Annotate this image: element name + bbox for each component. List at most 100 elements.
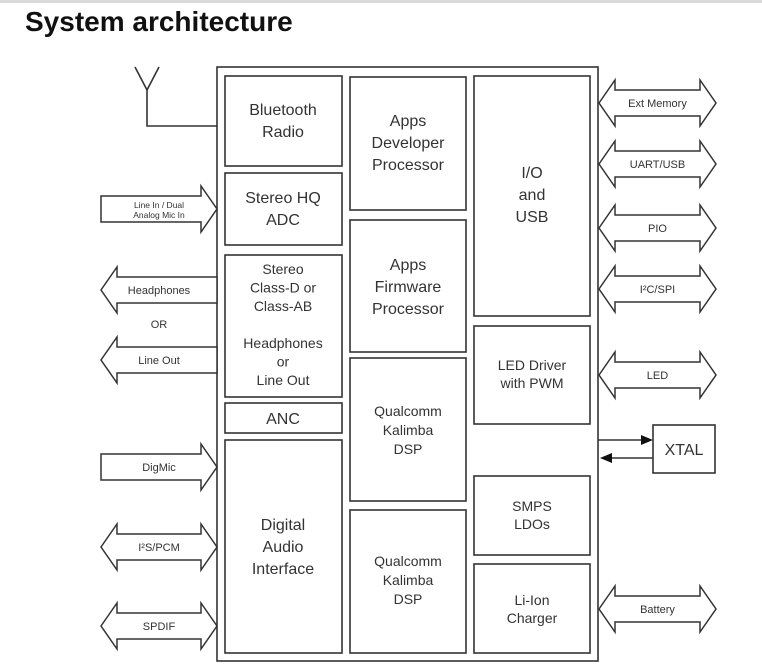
smps-ldos-label: SMPS LDOs [512,498,552,532]
block-label-line: USB [516,209,549,226]
amplifier-block [224,254,343,398]
block-label-line: Firmware [375,279,442,296]
block-label-line: Radio [262,124,304,141]
kalimba-dsp-2-block [349,509,467,654]
block-label-line: Audio [263,539,304,556]
page-title: System architecture [25,6,293,37]
interface-label: UART/USB [630,159,685,171]
right-interface-arrow: Ext Memory [598,77,717,129]
left-interface-arrow: Line Out [100,334,218,386]
right-interface-arrow: LED [598,349,717,401]
xtal-label: XTAL [665,442,704,459]
arrow-left-icon [600,453,612,463]
digital-audio-interface-block [224,439,343,654]
block-label-line: or [277,354,290,370]
block-label-line: Headphones [243,335,322,351]
right-interface-arrow: UART/USB [598,138,717,190]
antenna-icon [134,66,217,127]
anc-label: ANC [266,411,300,428]
xtal-connection [598,435,653,463]
stereo-adc-label: Stereo HQ ADC [245,190,321,229]
interface-label: Analog Mic In [133,210,185,220]
left-interface-arrow: DigMic [100,441,218,493]
arrow-right-icon [641,435,653,445]
block-label-line: Stereo [262,261,303,277]
interface-arrow-shape [598,263,717,315]
interface-arrow-shape [598,138,717,190]
interface-arrow-shape [100,183,218,235]
interface-label: Battery [640,604,675,616]
led-driver-block [473,325,591,425]
stereo-adc-block [224,172,343,246]
interface-label: DigMic [142,462,176,474]
block-label-line: with PWM [500,375,564,391]
block-label-line: Class-D or [250,280,316,296]
block-label-line: Interface [252,561,314,578]
block-label-line: and [519,187,546,204]
interface-arrow-shape [100,264,218,316]
block-label-line: Class-AB [254,298,312,314]
interface-arrow-shape [100,334,218,386]
interface-label: I²S/PCM [138,542,180,554]
xtal-block [652,424,716,474]
io-usb-block [473,75,591,317]
top-border [0,0,762,3]
smps-ldos-block [473,475,591,556]
interface-arrow-shape [100,600,218,652]
interface-label: I²C/SPI [640,284,675,296]
interface-arrow-shape [100,521,218,573]
apps-developer-processor-block [349,76,467,211]
interface-label: Line Out [138,355,180,367]
bluetooth-radio-block [224,75,343,167]
interface-arrow-shape [598,202,717,254]
block-label-line: Kalimba [383,572,434,588]
block-label-line: SMPS [512,498,552,514]
interface-arrow-shape [598,77,717,129]
block-label-line: Bluetooth [249,102,317,119]
block-label-line: Qualcomm [374,403,442,419]
block-label-line: ADC [266,212,300,229]
block-label-line: ANC [266,411,300,428]
block-label-line: Line Out [257,372,310,388]
left-interface-arrow: Headphones [100,264,218,316]
block-label-line: Apps [390,257,426,274]
block-label-line: Charger [507,610,558,626]
block-label-line: Processor [372,301,445,318]
block-label-line: Stereo HQ [245,190,321,207]
block-label-line: Developer [372,135,446,152]
li-ion-charger-block [473,563,591,654]
block-label-line: Li-Ion [514,592,549,608]
or-label: OR [151,319,168,331]
block-label-line: LDOs [514,516,550,532]
interface-label: SPDIF [143,621,176,633]
anc-block [224,402,343,434]
block-label-line: Processor [372,157,445,174]
interface-arrow-shape [598,349,717,401]
interface-label: Ext Memory [628,98,687,110]
block-label-line: DSP [394,441,423,457]
interface-label: Headphones [128,285,191,297]
block-label-line: Kalimba [383,422,434,438]
block-label-line: DSP [394,591,423,607]
interface-label: PIO [648,223,667,235]
interface-label: Line In / Dual [134,200,184,210]
interface-arrow-shape [598,583,717,635]
right-interface-arrow: PIO [598,202,717,254]
block-label-line: I/O [521,165,542,182]
block-label-line: Digital [261,517,305,534]
left-interface-arrow: I²S/PCM [100,521,218,573]
block-label-line: Apps [390,113,426,130]
interface-arrow-shape [100,441,218,493]
kalimba-dsp-1-block [349,357,467,502]
block-label-line: Qualcomm [374,553,442,569]
apps-firmware-processor-block [349,219,467,353]
